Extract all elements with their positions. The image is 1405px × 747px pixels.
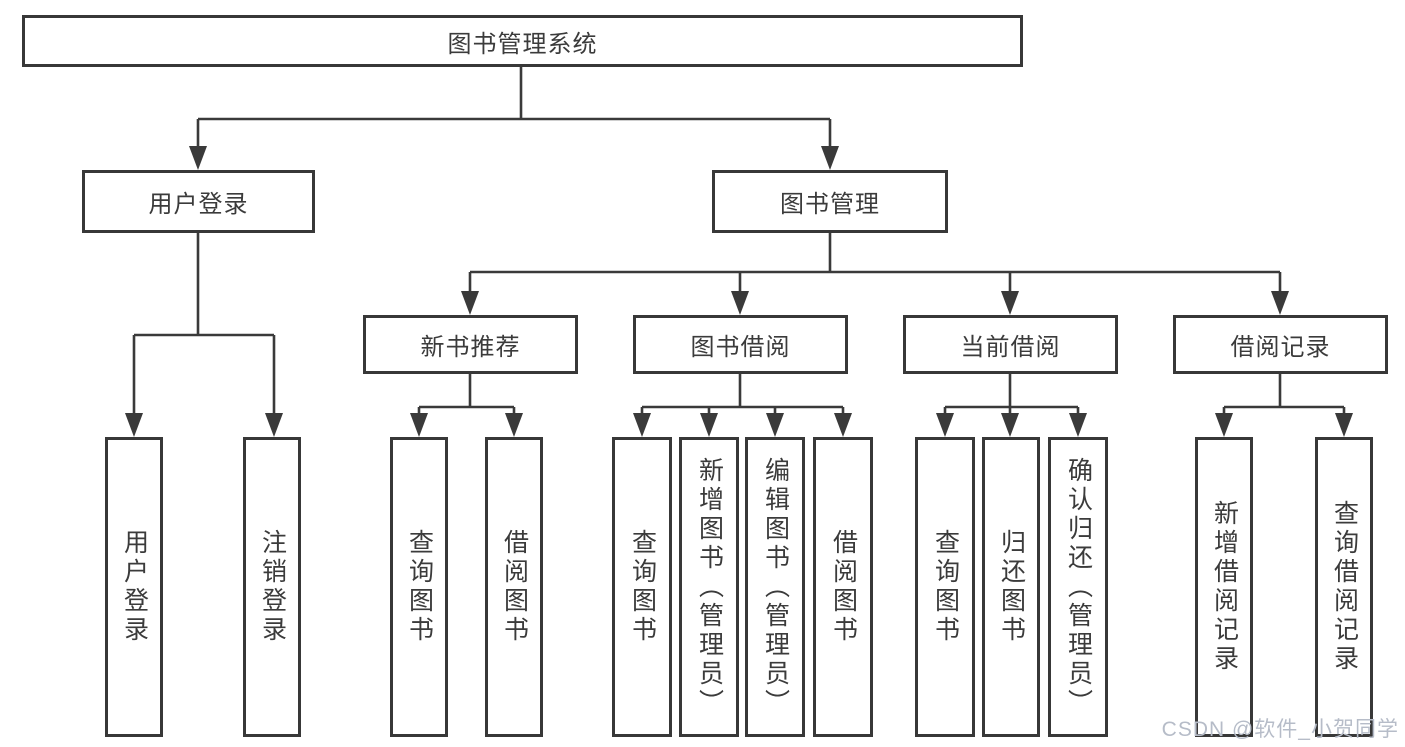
node-leaf-user-login: 用户登录 — [105, 437, 163, 737]
arrow-down-icon — [1001, 413, 1019, 437]
node-leaf-query-borrow-record: 查询借阅记录 — [1315, 437, 1373, 737]
node-leaf-query-books-borrow: 查询图书 — [612, 437, 672, 737]
node-leaf-query-books-recommend: 查询图书 — [390, 437, 448, 737]
node-leaf-borrow-books: 借阅图书 — [813, 437, 873, 737]
node-book-management: 图书管理 — [712, 170, 948, 233]
node-leaf-return-books: 归还图书 — [982, 437, 1040, 737]
arrow-down-icon — [1271, 291, 1289, 315]
node-leaf-confirm-return-admin: 确认归还（管理员） — [1048, 437, 1108, 737]
node-book-borrow: 图书借阅 — [633, 315, 848, 374]
node-user-login-branch: 用户登录 — [82, 170, 315, 233]
arrow-down-icon — [766, 413, 784, 437]
arrow-down-icon — [1215, 413, 1233, 437]
node-current-borrow: 当前借阅 — [903, 315, 1118, 374]
node-new-book-recommend: 新书推荐 — [363, 315, 578, 374]
arrow-down-icon — [1001, 291, 1019, 315]
arrow-down-icon — [1069, 413, 1087, 437]
connector-current-to-leaves — [943, 374, 1080, 414]
arrow-down-icon — [700, 413, 718, 437]
arrow-down-icon — [410, 413, 428, 437]
csdn-watermark: CSDN @软件_小贺同学 — [1161, 718, 1399, 741]
node-leaf-borrow-books-recommend: 借阅图书 — [485, 437, 543, 737]
arrow-down-icon — [265, 413, 283, 437]
node-leaf-logout: 注销登录 — [243, 437, 301, 737]
arrow-down-icon — [821, 146, 839, 170]
arrow-down-icon — [125, 413, 143, 437]
node-borrow-records: 借阅记录 — [1173, 315, 1388, 374]
connector-userlogin-to-leaves — [132, 233, 276, 414]
arrow-down-icon — [1335, 413, 1353, 437]
arrow-down-icon — [731, 291, 749, 315]
arrow-down-icon — [834, 413, 852, 437]
node-leaf-edit-books-admin: 编辑图书（管理员） — [745, 437, 805, 737]
arrow-down-icon — [505, 413, 523, 437]
arrow-down-icon — [461, 291, 479, 315]
arrow-down-icon — [936, 413, 954, 437]
connector-newbooks-to-leaves — [417, 374, 516, 414]
connector-borrow-to-leaves — [640, 374, 845, 414]
arrow-down-icon — [189, 146, 207, 170]
arrow-down-icon — [633, 413, 651, 437]
node-leaf-query-books-current: 查询图书 — [915, 437, 975, 737]
connector-bookmgmt-to-level3 — [468, 233, 1282, 292]
connector-records-to-leaves — [1222, 374, 1346, 414]
connector-root-to-level2 — [196, 67, 832, 147]
node-library-system: 图书管理系统 — [22, 15, 1023, 67]
node-leaf-add-books-admin: 新增图书（管理员） — [679, 437, 739, 737]
node-leaf-add-borrow-record: 新增借阅记录 — [1195, 437, 1253, 737]
